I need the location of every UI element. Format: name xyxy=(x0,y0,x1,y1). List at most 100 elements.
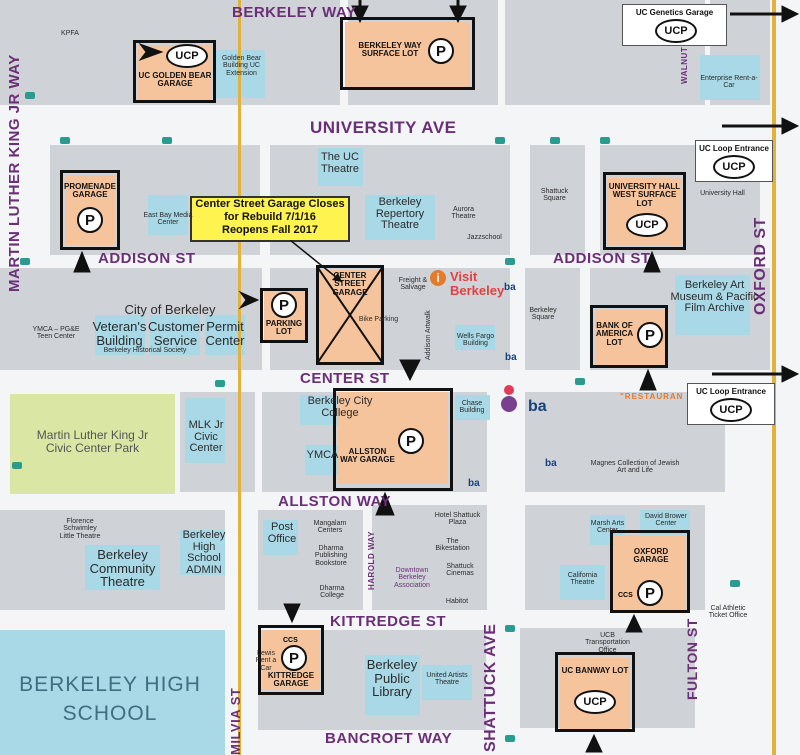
box-banway[interactable] xyxy=(555,652,635,732)
ucp-loop-1: UCP xyxy=(713,155,755,179)
rail-line-milvia xyxy=(238,0,241,755)
callout-genetics[interactable]: UC Genetics Garage UCP xyxy=(622,4,727,46)
label-university-hall: University Hall xyxy=(700,190,745,197)
bart-logo-icon xyxy=(501,385,517,412)
label-mlk-civic: MLK Jr Civic Center xyxy=(188,419,224,455)
notice-pointer xyxy=(290,240,343,283)
callout-loop-1[interactable]: UC Loop Entrance UCP xyxy=(695,140,773,182)
label-parking-lot: PARKING LOT xyxy=(265,319,303,337)
label-rep-theatre: Berkeley Repertory Theatre xyxy=(375,196,425,232)
ucp-loop-2: UCP xyxy=(710,398,752,422)
building-bhs-admin xyxy=(180,530,225,575)
street-university-ave: UNIVERSITY AVE xyxy=(310,118,457,137)
label-community-theatre: Berkeley Community Theatre xyxy=(89,547,156,590)
box-boa[interactable] xyxy=(590,305,668,368)
box-center-street[interactable] xyxy=(316,265,384,365)
label-aurora: Aurora Theatre xyxy=(451,206,476,221)
label-marsh: Marsh Arts Center xyxy=(590,520,625,535)
box-allston[interactable] xyxy=(333,388,453,491)
bart-icon-small: ba xyxy=(504,282,516,293)
visit-berkeley[interactable]: Visit Berkeley xyxy=(450,270,504,297)
label-boa: BANK OF AMERICA LOT xyxy=(595,321,634,347)
bart-icon-small: ba xyxy=(505,352,517,363)
street-kittredge: KITTREDGE ST xyxy=(330,613,447,630)
label-cal-athletic: Cal Athletic Ticket Office xyxy=(708,605,748,620)
label-univ-hall: UNIVERSITY HALL WEST SURFACE LOT xyxy=(608,182,681,208)
ccs-badge: CCS xyxy=(618,592,633,599)
box-promenade[interactable] xyxy=(60,170,120,250)
label-david-brower: David Brower Center xyxy=(644,513,687,528)
ccs-badge: CCS xyxy=(283,637,298,644)
block-hotel xyxy=(372,505,487,610)
block-berkeley-square xyxy=(525,268,580,370)
ucp-genetics: UCP xyxy=(655,19,697,43)
box-kittredge[interactable] xyxy=(258,625,324,695)
box-parking-lot[interactable] xyxy=(260,288,308,343)
p-berkeley-way: P xyxy=(428,38,454,64)
visit-line-1: Visit xyxy=(450,269,478,284)
label-ymca-pge: YMCA – PG&E Teen Center xyxy=(32,326,80,341)
callout-loop-2[interactable]: UC Loop Entrance UCP xyxy=(687,383,775,425)
label-jazzschool: Jazzschool xyxy=(467,234,502,241)
street-center: CENTER ST xyxy=(300,370,390,387)
label-florence: Florence Schwimley Little Theatre xyxy=(59,518,101,540)
p-promenade: P xyxy=(77,207,103,233)
label-public-library: Berkeley Public Library xyxy=(366,657,418,700)
building-california-theatre xyxy=(560,565,605,600)
label-ucb-transport: UCB Transportation Office xyxy=(585,632,630,654)
label-post-office: Post Office xyxy=(267,521,297,545)
info-icon[interactable]: i xyxy=(430,270,446,286)
p-boa: P xyxy=(637,322,663,348)
building-community-theatre xyxy=(85,545,160,590)
label-banway: UC BANWAY LOT xyxy=(561,666,629,675)
label-shattuck-square: Shattuck Square xyxy=(540,188,569,203)
street-allston: ALLSTON WAY xyxy=(278,493,392,510)
label-kpfa: KPFA xyxy=(61,30,79,37)
notice-line-3: Reopens Fall 2017 xyxy=(222,224,318,237)
box-oxford[interactable] xyxy=(610,530,690,613)
label-lewis: Lewis Rent a Car xyxy=(255,650,277,672)
box-univ-hall[interactable] xyxy=(603,172,686,250)
label-dharma-pub: Dharma Publishing Bookstore xyxy=(314,545,348,567)
label-art-museum: Berkeley Art Museum & Pacific Film Archi… xyxy=(670,279,759,315)
label-wells-fargo: Wells Fargo Building xyxy=(456,333,495,348)
label-veterans: Veteran's Building xyxy=(92,319,147,348)
callout-loop-1-label: UC Loop Entrance xyxy=(699,144,769,153)
p-allston: P xyxy=(398,428,424,454)
label-golden-bear-bldg: Golden Bear Building UC Extension xyxy=(221,55,262,77)
label-permit: Permit Center xyxy=(205,319,245,348)
label-uc-theatre: The UC Theatre xyxy=(321,151,359,175)
building-wells-fargo xyxy=(455,325,495,350)
label-kittredge: KITTREDGE GARAGE xyxy=(267,671,315,689)
label-hotel: Hotel Shattuck Plaza xyxy=(434,512,481,527)
building-chase xyxy=(455,395,490,420)
label-united-artists: United Artists Theatre xyxy=(426,672,468,687)
label-allston: ALLSTON WAY GARAGE xyxy=(340,447,395,465)
label-bike-parking: Bike Parking xyxy=(358,316,399,323)
label-historical: Berkeley Historical Society xyxy=(103,347,187,354)
street-berkeley-way: BERKELEY WAY xyxy=(232,4,357,21)
rail-line-east xyxy=(772,0,776,755)
callout-loop-2-label: UC Loop Entrance xyxy=(696,387,766,396)
building-east-bay-media xyxy=(148,195,188,235)
label-promenade: PROMENADE GARAGE xyxy=(64,182,117,200)
label-freight: Freight & Salvage xyxy=(398,277,428,292)
bart-icon-small: ba xyxy=(468,478,480,489)
closed-x-icon xyxy=(316,265,384,365)
box-berkeley-way[interactable] xyxy=(340,17,475,90)
building-enterprise xyxy=(700,55,760,100)
building-rep-theatre xyxy=(365,195,435,240)
label-ymca: YMCA xyxy=(306,449,339,461)
label-bcc: Berkeley City College xyxy=(307,395,373,419)
notice-line-1: Center Street Garage Closes xyxy=(195,198,345,210)
building-mlk-civic xyxy=(185,398,225,463)
p-parking-lot: P xyxy=(271,292,297,318)
lot-allston xyxy=(338,392,448,484)
block-shattuck-square xyxy=(530,145,585,255)
label-oxford: OXFORD GARAGE xyxy=(633,547,669,565)
label-east-bay-media: East Bay Media Center xyxy=(143,212,193,227)
box-golden-bear[interactable] xyxy=(133,40,216,103)
label-magnes: Magnes Collection of Jewish Art and Life xyxy=(590,460,680,475)
